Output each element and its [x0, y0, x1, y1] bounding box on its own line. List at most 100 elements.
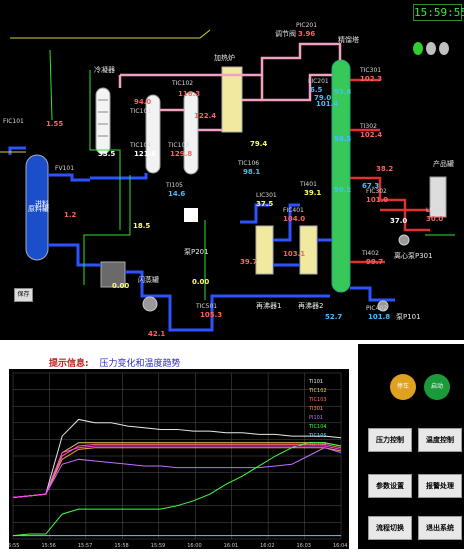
x-tick-label: 16:03 [297, 543, 311, 549]
trend-chart[interactable]: 15:5515:5615:5715:5815:5916:0016:0116:02… [5, 369, 349, 549]
value-readout: 93.8 [334, 88, 352, 96]
instrument-tag: TIC103 [168, 142, 190, 149]
parameter-settings-button[interactable]: 参数设置 [368, 474, 412, 498]
instrument-tag: LIC401 [426, 207, 447, 214]
instrument-tag: TIC301 [360, 67, 382, 74]
condenser-label: 冷凝器 [94, 66, 115, 74]
series-line [12, 442, 342, 498]
start-button[interactable]: 启动 [424, 374, 450, 400]
system-clock: 15:59:55 [413, 4, 464, 21]
value-readout: 14.6 [168, 190, 186, 198]
legend-entry: TIC103 [308, 397, 327, 403]
trend-chart-svg: 15:5515:5615:5715:5815:5916:0016:0116:02… [5, 372, 347, 549]
instrument-tag: TIC101 [130, 108, 152, 115]
instrument-tag: TI105 [166, 182, 183, 189]
instrument-tag: TIC501 [196, 303, 218, 310]
pressure-control-button[interactable]: 压力控制 [368, 428, 412, 452]
reboiler-1[interactable] [255, 225, 274, 275]
value-readout: 79.0 [314, 94, 332, 102]
value-readout: 1.2 [64, 211, 77, 219]
series-line [12, 442, 342, 537]
heater-box[interactable] [221, 66, 243, 133]
value-readout: 122.4 [194, 112, 217, 120]
feed-vessel[interactable] [25, 154, 49, 261]
instrument-tag: TIC106 [238, 160, 260, 167]
pump-p201-label: 泵P201 [184, 248, 209, 256]
instrument-tag: TIC102 [172, 80, 194, 87]
tower-label: 精馏塔 [338, 36, 359, 44]
x-tick-label: 15:55 [9, 543, 19, 549]
value-readout: 98.1 [243, 168, 261, 176]
trend-title: 提示信息: 压力变化和温度趋势 [49, 356, 181, 369]
alarm-handling-button[interactable]: 报警处理 [418, 474, 462, 498]
value-readout: 96.2 [334, 186, 352, 194]
instrument-tag: TI302 [360, 123, 377, 130]
value-readout: 101.8 [368, 313, 391, 321]
pump-p301[interactable] [398, 234, 410, 246]
legend-entry: TI301 [308, 406, 323, 412]
reboiler-2[interactable] [299, 225, 318, 275]
product-tank-label: 产品罐 [433, 160, 454, 168]
instrument-tag: FV101 [55, 165, 75, 172]
vessel-label: 原料罐 [28, 205, 49, 213]
value-readout: 18.5 [133, 222, 151, 230]
piping-layer [0, 29, 455, 332]
value-readout: 0.00 [112, 282, 130, 290]
pump-p401[interactable] [377, 300, 389, 312]
value-readout: 30.0 [426, 215, 444, 223]
save-button[interactable]: 保存 [14, 288, 33, 302]
value-readout: 0.00 [192, 278, 210, 286]
condenser-shell[interactable] [95, 87, 111, 155]
control-panel: 停车 启动 压力控制 温度控制 参数设置 报警处理 流程切换 退出系统 [358, 344, 464, 549]
pump-p201[interactable] [142, 296, 158, 312]
value-readout: 3.96 [298, 30, 316, 38]
regulator-label: 调节阀 [275, 30, 296, 38]
x-tick-label: 15:56 [41, 543, 55, 549]
instrument-tag: FIC401 [283, 207, 304, 214]
legend-entry: TIC104 [308, 424, 327, 430]
x-tick-label: 15:59 [151, 543, 165, 549]
trend-title-value: 压力变化和温度趋势 [99, 359, 181, 369]
temperature-control-button[interactable]: 温度控制 [418, 428, 462, 452]
trend-panel: 提示信息: 压力变化和温度趋势 15:5515:5615:5715:5815:5… [0, 344, 358, 549]
value-readout: 99.7 [366, 258, 384, 266]
exit-system-button[interactable]: 退出系统 [418, 516, 462, 540]
heater-label: 加热炉 [214, 54, 235, 62]
value-readout: 102.4 [360, 131, 383, 139]
series-line [12, 443, 342, 498]
column-b[interactable] [183, 91, 199, 175]
value-readout: 121.6 [134, 150, 157, 158]
instrument-tag: LIC201 [308, 78, 329, 85]
value-readout: 37.0 [390, 217, 408, 225]
pump-p301-label: 离心泵P301 [394, 252, 433, 260]
column-a[interactable] [145, 94, 161, 174]
value-readout: 104.0 [283, 215, 306, 223]
value-readout: 6.5 [310, 86, 323, 94]
value-readout: 52.7 [325, 313, 343, 321]
value-readout: 116.3 [178, 90, 201, 98]
product-tank[interactable] [429, 176, 447, 218]
instrument-tag: TI402 [362, 250, 379, 257]
value-readout: 1.55 [46, 120, 64, 128]
stop-button[interactable]: 停车 [390, 374, 416, 400]
section-divider [0, 340, 464, 344]
screen-switch-button[interactable]: 流程切换 [368, 516, 412, 540]
x-tick-label: 16:04 [333, 543, 347, 549]
legend-entry: TIC106 [308, 442, 327, 448]
legend-entry: TIC102 [308, 388, 327, 394]
x-tick-label: 16:00 [187, 543, 201, 549]
value-readout: 105.3 [200, 311, 223, 319]
series-line [12, 447, 342, 498]
x-tick-label: 16:02 [260, 543, 274, 549]
status-lamp-gray-2 [439, 42, 449, 55]
value-readout: 42.1 [148, 330, 166, 338]
value-readout: 101.0 [366, 196, 389, 204]
series-line [12, 418, 342, 498]
instrument-box [184, 208, 198, 222]
flash-tank[interactable] [100, 261, 126, 288]
instrument-tag: FIC302 [366, 188, 387, 195]
x-tick-label: 16:01 [224, 543, 238, 549]
x-tick-label: 15:57 [78, 543, 92, 549]
pump-p401-label: 泵P101 [396, 313, 421, 321]
instrument-tag: PIC201 [296, 22, 318, 29]
